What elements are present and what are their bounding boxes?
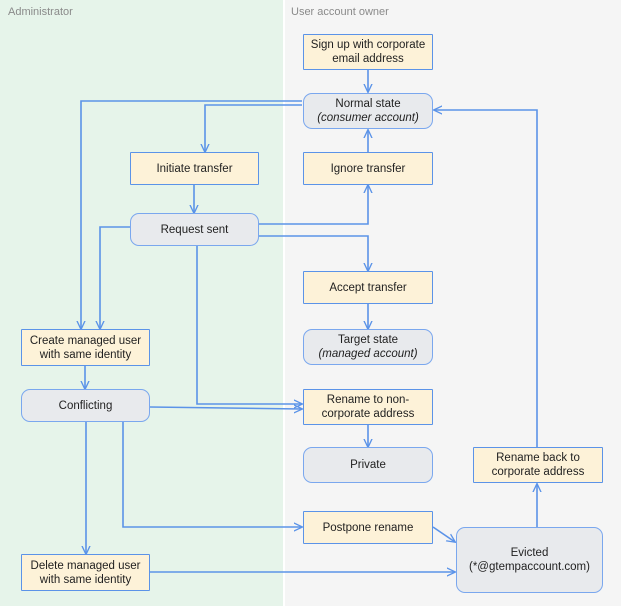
node-create-managed-user[interactable]: Create managed user with same identity (21, 329, 150, 366)
edge-request-sent-to-create-managed-user (100, 226, 130, 329)
node-target-state-label: Target state (337, 334, 399, 346)
node-request-sent[interactable]: Request sent (130, 213, 259, 246)
edge-conflicting-to-postpone-rename (122, 422, 302, 527)
node-target-state[interactable]: Target state (managed account) (303, 329, 433, 365)
edge-request-sent-to-ignore-transfer (259, 185, 368, 225)
node-ignore-transfer-label: Ignore transfer (330, 162, 406, 175)
node-normal-state[interactable]: Normal state (consumer account) (303, 93, 433, 129)
edge-normal-to-initiate (205, 104, 302, 152)
node-rename-back-to-corporate-address-label: Rename back to corporate address (491, 452, 585, 478)
edge-postpone-rename-to-evicted (432, 526, 455, 542)
node-sign-up[interactable]: Sign up with corporate email address (303, 34, 433, 70)
edge-rename-back-corporate-to-normal (434, 110, 538, 448)
node-postpone-rename-label: Postpone rename (322, 521, 414, 534)
node-evicted[interactable]: Evicted (*@gtempaccount.com) (456, 527, 603, 593)
node-private-label: Private (350, 459, 386, 471)
node-ignore-transfer[interactable]: Ignore transfer (303, 152, 433, 185)
edge-request-sent-to-accept-transfer (259, 235, 368, 271)
node-rename-back-to-corporate-address[interactable]: Rename back to corporate address (473, 447, 603, 483)
node-initiate-transfer-label: Initiate transfer (156, 162, 233, 175)
node-evicted-sublabel: (*@gtempaccount.com) (469, 561, 590, 573)
node-delete-managed-user[interactable]: Delete managed user with same identity (21, 554, 150, 591)
swimlane-label-administrator: Administrator (8, 6, 73, 18)
edge-conflicting-to-rename-non-corporate (149, 407, 302, 409)
node-accept-transfer[interactable]: Accept transfer (303, 271, 433, 304)
node-sign-up-label: Sign up with corporate email address (310, 39, 426, 65)
swimlane-label-user-account-owner: User account owner (291, 6, 389, 18)
node-accept-transfer-label: Accept transfer (329, 281, 407, 294)
edge-request-sent-to-rename-non-corporate (196, 246, 302, 404)
node-private[interactable]: Private (303, 447, 433, 483)
node-initiate-transfer[interactable]: Initiate transfer (130, 152, 259, 185)
node-normal-state-sublabel: (consumer account) (317, 112, 419, 124)
node-conflicting[interactable]: Conflicting (21, 389, 150, 422)
node-conflicting-label: Conflicting (58, 399, 113, 412)
edge-normal-to-create-managed-user (81, 100, 302, 329)
node-rename-to-non-corporate-address-label: Rename to non-corporate address (321, 394, 415, 420)
node-normal-state-label: Normal state (335, 98, 401, 110)
node-rename-to-non-corporate-address[interactable]: Rename to non-corporate address (303, 389, 433, 425)
node-delete-managed-user-label: Delete managed user with same identity (30, 559, 141, 586)
node-evicted-label: Evicted (510, 547, 549, 559)
node-target-state-sublabel: (managed account) (318, 348, 418, 360)
node-postpone-rename[interactable]: Postpone rename (303, 511, 433, 544)
node-request-sent-label: Request sent (160, 223, 229, 236)
node-create-managed-user-label: Create managed user with same identity (29, 334, 142, 361)
